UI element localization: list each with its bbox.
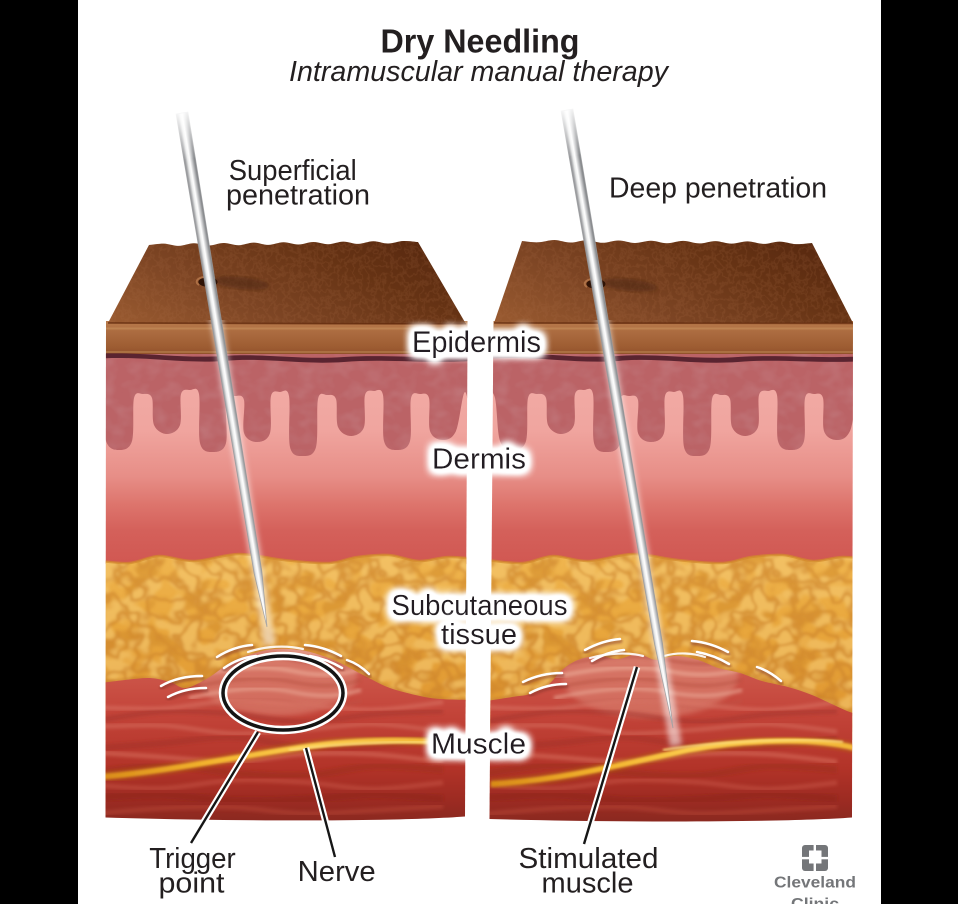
- svg-text:Dermis: Dermis: [432, 444, 526, 476]
- svg-text:penetration: penetration: [226, 180, 370, 212]
- svg-text:point: point: [159, 868, 225, 900]
- svg-text:Epidermis: Epidermis: [412, 326, 541, 359]
- svg-text:Cleveland: Cleveland: [774, 875, 856, 892]
- svg-text:Muscle: Muscle: [431, 729, 526, 761]
- svg-text:Deep penetration: Deep penetration: [609, 173, 827, 205]
- svg-text:Clinic: Clinic: [791, 896, 839, 904]
- svg-text:muscle: muscle: [542, 868, 634, 900]
- svg-text:Nerve: Nerve: [298, 856, 376, 888]
- svg-text:Superficial: Superficial: [229, 155, 357, 187]
- svg-text:Intramuscular manual therapy: Intramuscular manual therapy: [289, 56, 669, 88]
- svg-text:Trigger: Trigger: [149, 843, 236, 875]
- svg-text:Subcutaneous: Subcutaneous: [392, 590, 568, 622]
- svg-text:tissue: tissue: [441, 619, 517, 651]
- svg-text:Dry Needling: Dry Needling: [381, 23, 580, 60]
- svg-text:Stimulated: Stimulated: [519, 843, 659, 875]
